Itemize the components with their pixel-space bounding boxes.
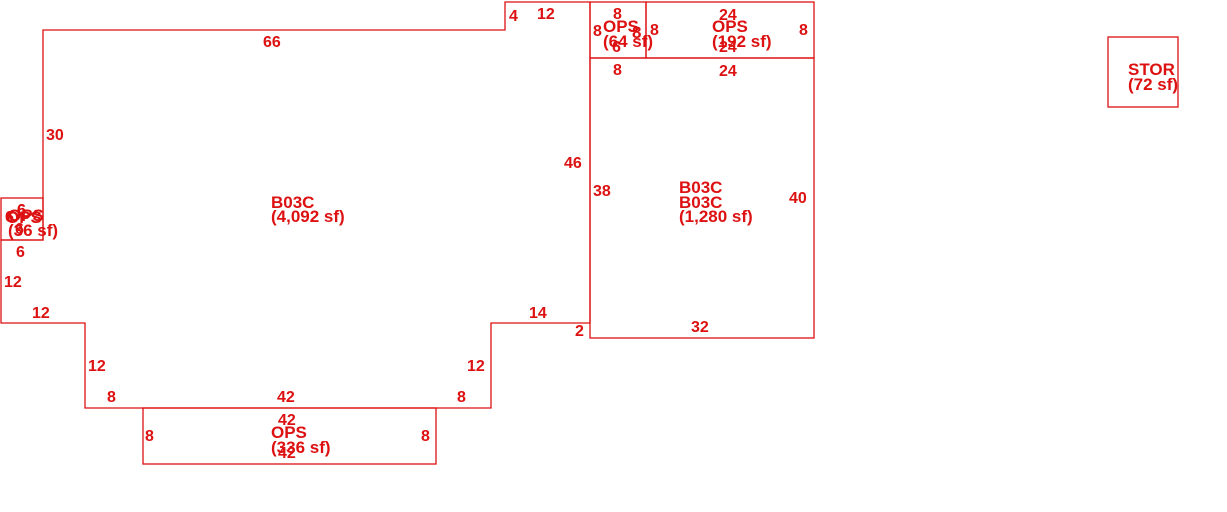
- ops-36-dim-inner: 6: [15, 221, 24, 238]
- dim-right-bottom: 32: [691, 319, 709, 336]
- dim-lower-right-bottom: 8: [457, 389, 466, 406]
- ops-64-dim-inner: 6: [612, 39, 621, 56]
- dim-right-left-side: 38: [593, 183, 611, 200]
- ops-64-label-2: 8: [632, 23, 641, 42]
- area-stor: STOR (72 sf): [1107, 36, 1179, 108]
- b03c-right-area: (1,280 sf): [679, 207, 753, 226]
- area-ops-64: 8 8 8 8 6 OPS 8 (64 sf): [589, 1, 659, 79]
- dim-lower-left-side: 12: [88, 358, 106, 375]
- ops-336-label: OPS: [271, 423, 307, 442]
- ops-64-dim-right: 8: [650, 22, 659, 39]
- dim-top: 66: [263, 34, 281, 51]
- ops-192-area: (192 sf): [712, 32, 772, 51]
- dim-right: 46: [564, 155, 582, 172]
- ops-192-dim-bottom: 24: [719, 39, 737, 56]
- ops-64-label: OPS: [603, 17, 639, 36]
- stor-area: (72 sf): [1128, 75, 1178, 94]
- dim-left-upper: 30: [46, 127, 64, 144]
- ops-192-dim-right: 8: [799, 22, 808, 39]
- b03c-main-label: B03C: [271, 193, 314, 212]
- dim-lower-left-bottom: 8: [107, 389, 116, 406]
- ops-36-dim-left: 6: [5, 209, 14, 226]
- ops-64-dim-bottom: 8: [613, 62, 622, 79]
- ops-36-label-2: OPS: [6, 208, 42, 227]
- stor-label: STOR: [1128, 60, 1175, 79]
- ops-64-area: (64 sf): [603, 32, 653, 51]
- b03c-main-area: (4,092 sf): [271, 207, 345, 226]
- ops-336-dim-top: 42: [278, 412, 296, 429]
- dim-lower-left-top: 12: [32, 305, 50, 322]
- ops-192-outline: [645, 1, 815, 59]
- area-ops-192: 24 8 24 OPS (192 sf): [645, 1, 815, 59]
- ops-336-dim-bottom: 42: [278, 445, 296, 462]
- ops-36-area: (36 sf): [8, 221, 58, 240]
- ops-336-dim-left: 8: [145, 428, 154, 445]
- dim-left-lower: 12: [4, 274, 22, 291]
- dim-step-vertical: 4: [509, 8, 518, 25]
- dim-lower-right-side: 12: [467, 358, 485, 375]
- ops-36-dim-top: 6: [17, 202, 26, 219]
- dim-right-side: 40: [789, 190, 807, 207]
- dim-right-notch: 2: [575, 323, 584, 340]
- area-ops-336: 42 8 8 42 OPS (336 sf): [142, 407, 437, 465]
- area-b03c-right: 24 40 32 38 B03C B03C (1,280 sf): [589, 57, 815, 339]
- ops-336-dim-right: 8: [421, 428, 430, 445]
- b03c-right-label-2: B03C: [679, 193, 722, 212]
- dim-left-notch-a: 6: [17, 202, 26, 219]
- dim-bottom: 42: [277, 389, 295, 406]
- ops-36-outline: [0, 197, 44, 241]
- dim-left-notch-b: 6: [16, 244, 25, 261]
- stor-outline: [1107, 36, 1179, 108]
- dim-right-top: 24: [719, 63, 737, 80]
- ops-336-area: (336 sf): [271, 438, 331, 457]
- area-ops-36: 6 6 6 OPS OPS (36 sf): [0, 197, 58, 241]
- area-b03c-main: 66 4 12 46 2 14 12 8 42 8 12 12 12 6 6 3…: [0, 1, 591, 409]
- ops-64-dim-top: 8: [613, 6, 622, 23]
- ops-192-label: OPS: [712, 17, 748, 36]
- dim-step-horizontal: 12: [537, 6, 555, 23]
- ops-336-outline: [142, 407, 437, 465]
- ops-36-label: OPS: [8, 206, 44, 225]
- ops-192-dim-top: 24: [719, 7, 737, 24]
- b03c-right-label-1: B03C: [679, 178, 722, 197]
- ops-64-dim-left: 8: [593, 23, 602, 40]
- dim-lower-right-top: 14: [529, 305, 547, 322]
